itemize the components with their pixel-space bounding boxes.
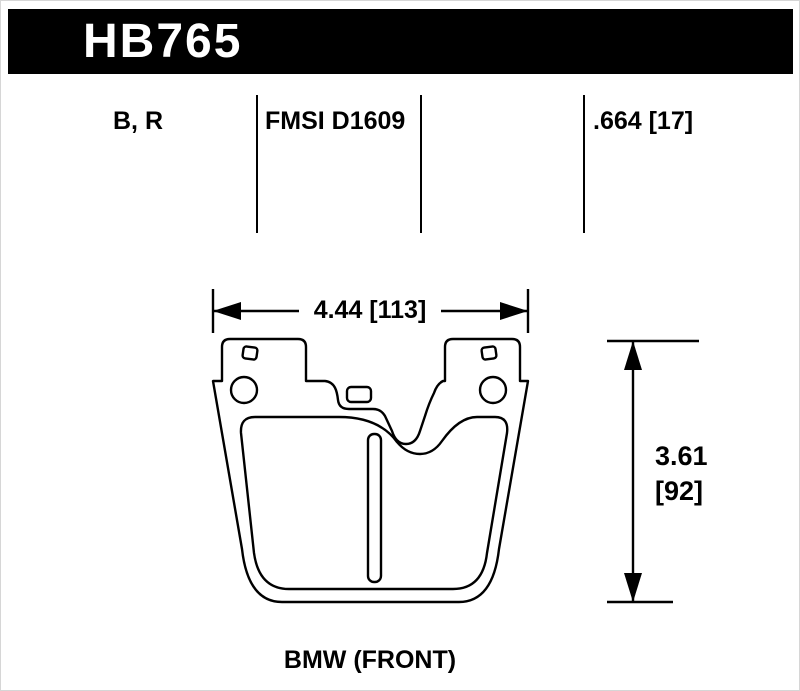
separator-line [420, 95, 422, 233]
pad-width-dimension-label: 4.44 [113] [299, 296, 441, 325]
height-dimension-arrow [607, 339, 699, 604]
pad-thickness-label: .664 [17] [593, 107, 694, 135]
pad-height-dimension-value: 3.61 [655, 441, 708, 471]
center-slot [366, 432, 383, 584]
left-ear-square-hole [241, 345, 259, 361]
right-ear-square-hole [480, 345, 498, 361]
left-ear-round-hole [229, 375, 259, 405]
part-number: HB765 [83, 15, 243, 68]
pad-height-dimension-label: 3.61 [92] [655, 439, 708, 509]
friction-surface-outline [239, 415, 509, 591]
arrowhead-right-icon [500, 302, 528, 320]
arrowhead-up-icon [624, 341, 642, 370]
arrowhead-down-icon [624, 573, 642, 602]
pad-outer-outline [211, 337, 530, 604]
fmsi-number-label: FMSI D1609 [265, 107, 406, 135]
compound-codes-label: B, R [113, 107, 163, 135]
center-square-hole [345, 385, 373, 404]
application-label: BMW (FRONT) [283, 646, 457, 674]
pad-height-dimension-metric: [92] [655, 476, 704, 506]
separator-line [583, 95, 585, 233]
header-bar: HB765 [8, 9, 793, 74]
separator-line [256, 95, 258, 233]
right-ear-round-hole [478, 375, 508, 405]
arrowhead-left-icon [213, 302, 241, 320]
